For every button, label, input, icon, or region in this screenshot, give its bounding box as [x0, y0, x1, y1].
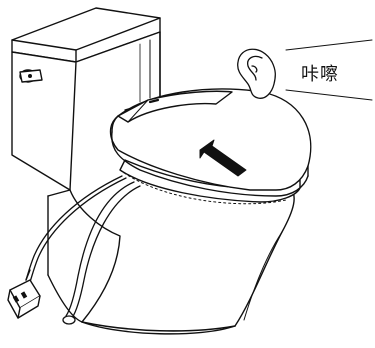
flush-lever-icon	[20, 70, 42, 82]
toilet-bowl	[48, 186, 294, 334]
toilet-tank	[12, 8, 160, 190]
click-sound-label: 咔嚓	[301, 60, 339, 86]
power-plug-icon	[8, 270, 40, 318]
